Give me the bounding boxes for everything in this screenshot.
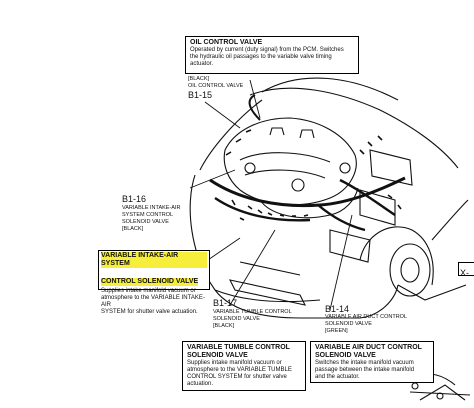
bumper (214, 289, 321, 303)
fender-front (189, 174, 301, 319)
body-right (431, 199, 469, 241)
wheel-arch (359, 226, 434, 286)
variable-tumble-control-box: VARIABLE TUMBLE CONTROL SOLENOID VALVE S… (182, 341, 306, 391)
airduct-desc-2: passage between the intake manifold (315, 367, 415, 373)
tumble-desc-3: CONTROL SYSTEM for shutter valve (187, 374, 287, 380)
variable-intake-air-box: VARIABLE INTAKE-AIR SYSTEM CONTROL SOLEN… (98, 250, 210, 315)
b1-16-code: B1-16 (122, 194, 147, 204)
variable-air-duct-control-box: VARIABLE AIR DUCT CONTROL SOLENOID VALVE… (310, 341, 434, 383)
b1-17-name-1: VARIABLE TUMBLE CONTROL (213, 309, 292, 315)
front-wheel-hub (400, 257, 420, 283)
leader-b1-16 (189, 169, 236, 189)
leader-b1-14 (329, 214, 353, 311)
edge-callout-label: X- (460, 268, 469, 278)
airduct-title-1: VARIABLE AIR DUCT CONTROL (315, 344, 422, 351)
oil-control-valve-title: OIL CONTROL VALVE (190, 39, 263, 46)
tumble-desc-1: Supplies intake manifold vacuum or (187, 360, 282, 366)
b1-14-name-1: VARIABLE AIR DUCT CONTROL (325, 314, 408, 320)
wire-harness (209, 176, 406, 208)
b1-16-name-1: VARIABLE INTAKE-AIR (122, 205, 181, 211)
hood-outline (249, 87, 459, 169)
front-wheel (389, 243, 431, 297)
oil-control-valve-desc-3: actuator. (190, 61, 214, 67)
grille (228, 279, 307, 306)
oil-control-valve-desc-2: the hydraulic oil passages to the variab… (190, 54, 332, 60)
variable-intake-air-title-1: VARIABLE INTAKE-AIR SYSTEM (101, 252, 207, 268)
tumble-desc-2: atmosphere to the VARIABLE TUMBLE (187, 367, 292, 373)
airduct-title-2: SOLENOID VALVE (315, 352, 376, 359)
airduct-desc-3: and the actuator. (315, 374, 360, 380)
b1-16-name-4: [BLACK] (122, 226, 144, 232)
leader-b1-15 (204, 101, 241, 129)
variable-intake-air-title-2: CONTROL SOLENOID VALVE (101, 278, 199, 286)
tumble-title-1: VARIABLE TUMBLE CONTROL (187, 344, 290, 351)
battery (369, 149, 413, 186)
oil-control-valve-desc-1: Operated by current (duty signal) from t… (190, 47, 344, 53)
tumble-title-2: SOLENOID VALVE (187, 352, 248, 359)
body-side (199, 99, 263, 171)
edge-callout-box: X- (458, 262, 474, 278)
b1-16-name-3: SOLENOID VALVE (122, 219, 169, 225)
oil-control-valve-box: OIL CONTROL VALVE Operated by current (d… (185, 36, 359, 74)
b1-16-name-2: SYSTEM CONTROL (122, 212, 174, 218)
tumble-desc-4: actuation. (187, 381, 214, 387)
b1-14-code: B1-14 (325, 304, 350, 314)
b1-15-code: B1-15 (188, 90, 213, 100)
b1-14-name-2: SOLENOID VALVE (325, 321, 372, 327)
b1-14-name-3: [GREEN] (325, 328, 348, 334)
leader-oil-box (249, 79, 261, 119)
windshield-line (261, 77, 399, 101)
airduct-desc-1: Switches the intake manifold vacuum (315, 360, 414, 366)
leader-b1-17 (229, 229, 276, 306)
b1-15-name: OIL CONTROL VALVE (188, 83, 244, 89)
engine-cover (223, 117, 357, 206)
variable-intake-air-desc-3: SYSTEM for shutter valve actuation. (101, 309, 198, 315)
variable-intake-air-desc-2: atmosphere to the VARIABLE INTAKE-AIR (101, 295, 205, 308)
b1-15-color: [BLACK] (188, 76, 210, 82)
b1-17-code: B1-17 (213, 298, 238, 308)
b1-17-name-2: SOLENOID VALVE (213, 316, 260, 322)
b1-17-name-3: [BLACK] (213, 323, 235, 329)
variable-intake-air-desc-1: Supplies intake manifold vacuum or (101, 288, 196, 294)
leader-vis-box (204, 237, 241, 263)
